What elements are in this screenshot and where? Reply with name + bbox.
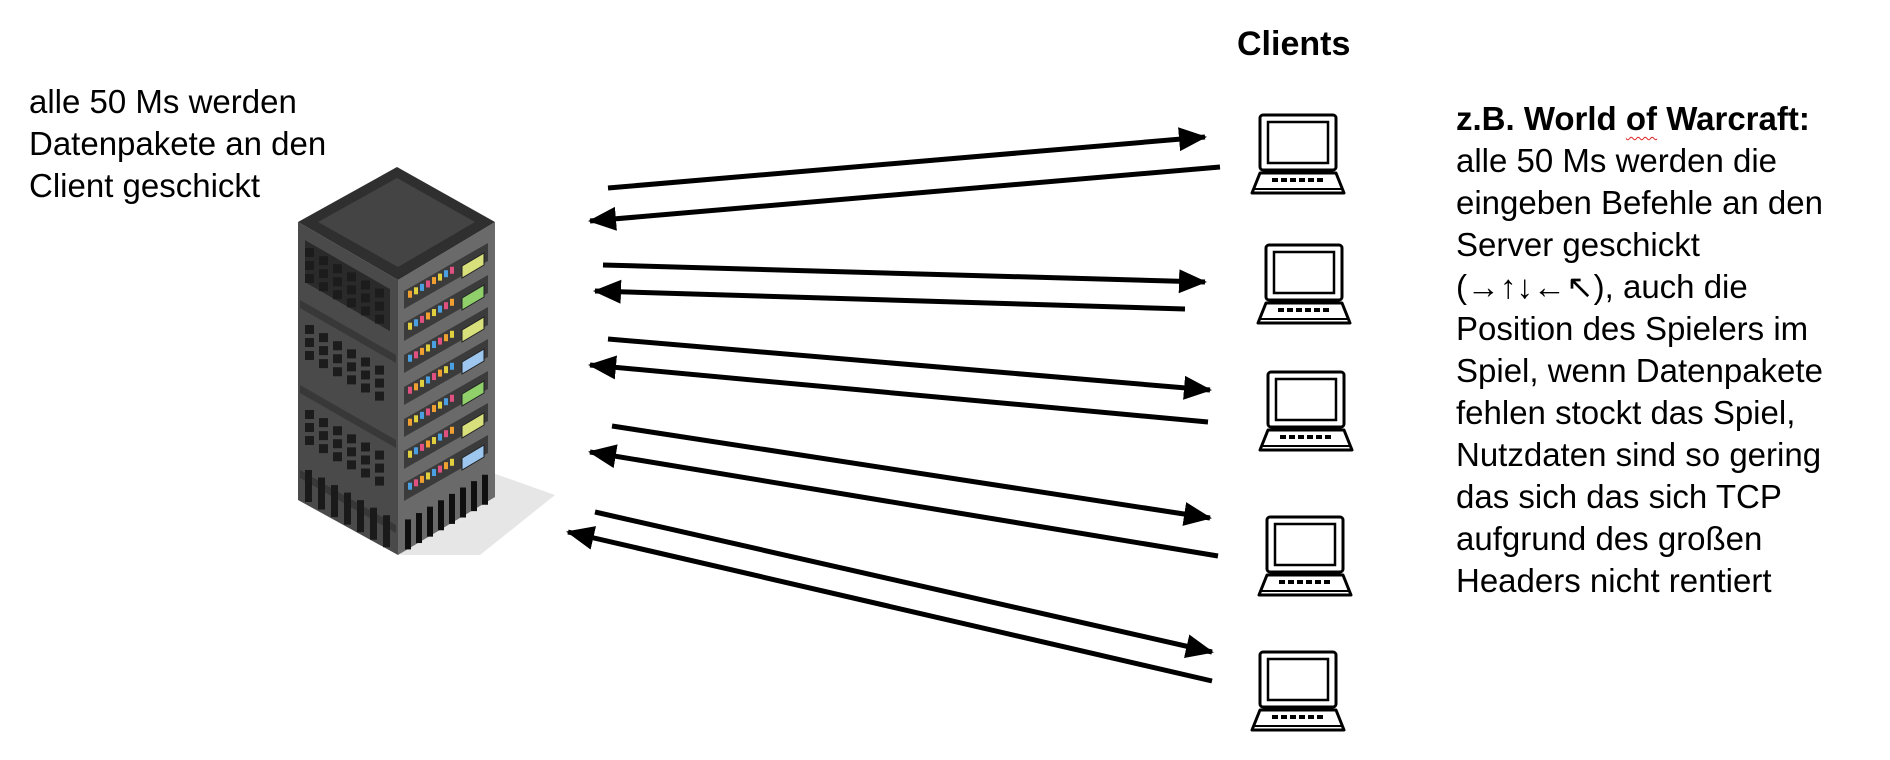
laptop-icon: [1256, 243, 1352, 325]
info-line: eingeben Befehle an den: [1456, 184, 1823, 221]
laptop-icon: [1250, 650, 1346, 732]
arrow: [588, 164, 1221, 231]
arrow: [611, 423, 1212, 526]
server-caption: alle 50 Ms werden Datenpakete an den Cli…: [29, 81, 326, 207]
info-line: (→↑↓←↖), auch die: [1456, 268, 1748, 305]
caption-line: alle 50 Ms werden: [29, 83, 297, 120]
arrow: [594, 509, 1214, 658]
arrow: [588, 444, 1219, 559]
arrow: [607, 127, 1207, 191]
info-line: Headers nicht rentiert: [1456, 562, 1772, 599]
laptop-icon: [1258, 370, 1354, 452]
caption-line: Datenpakete an den: [29, 125, 327, 162]
info-line: das sich das sich TCP: [1456, 478, 1782, 515]
caption-line: Client geschickt: [29, 167, 261, 204]
info-line: fehlen stockt das Spiel,: [1456, 394, 1796, 431]
info-line: alle 50 Ms werden die: [1456, 142, 1778, 179]
info-line: aufgrund des großen: [1456, 520, 1763, 557]
laptop-icon: [1250, 113, 1346, 195]
info-title-part: Warcraft:: [1657, 100, 1810, 137]
arrow: [588, 355, 1209, 425]
info-title: z.B. World of Warcraft:: [1456, 98, 1876, 140]
info-title-part: of: [1625, 100, 1658, 137]
server-rack-icon: [298, 167, 555, 555]
arrow: [593, 279, 1186, 312]
arrow: [607, 336, 1212, 400]
arrow: [566, 526, 1213, 684]
clients-heading: Clients: [1237, 25, 1351, 63]
info-line: Spiel, wenn Datenpakete: [1456, 352, 1823, 389]
info-line: Server geschickt: [1456, 226, 1700, 263]
info-text-block: z.B. World of Warcraft: alle 50 Ms werde…: [1456, 98, 1876, 602]
info-line: Position des Spielers im: [1456, 310, 1809, 347]
info-line: Nutzdaten sind so gering: [1456, 436, 1822, 473]
info-title-part: z.B. World: [1456, 100, 1626, 137]
data-flow-arrows: [566, 127, 1221, 684]
arrow: [602, 262, 1207, 294]
laptop-icon: [1257, 515, 1353, 597]
